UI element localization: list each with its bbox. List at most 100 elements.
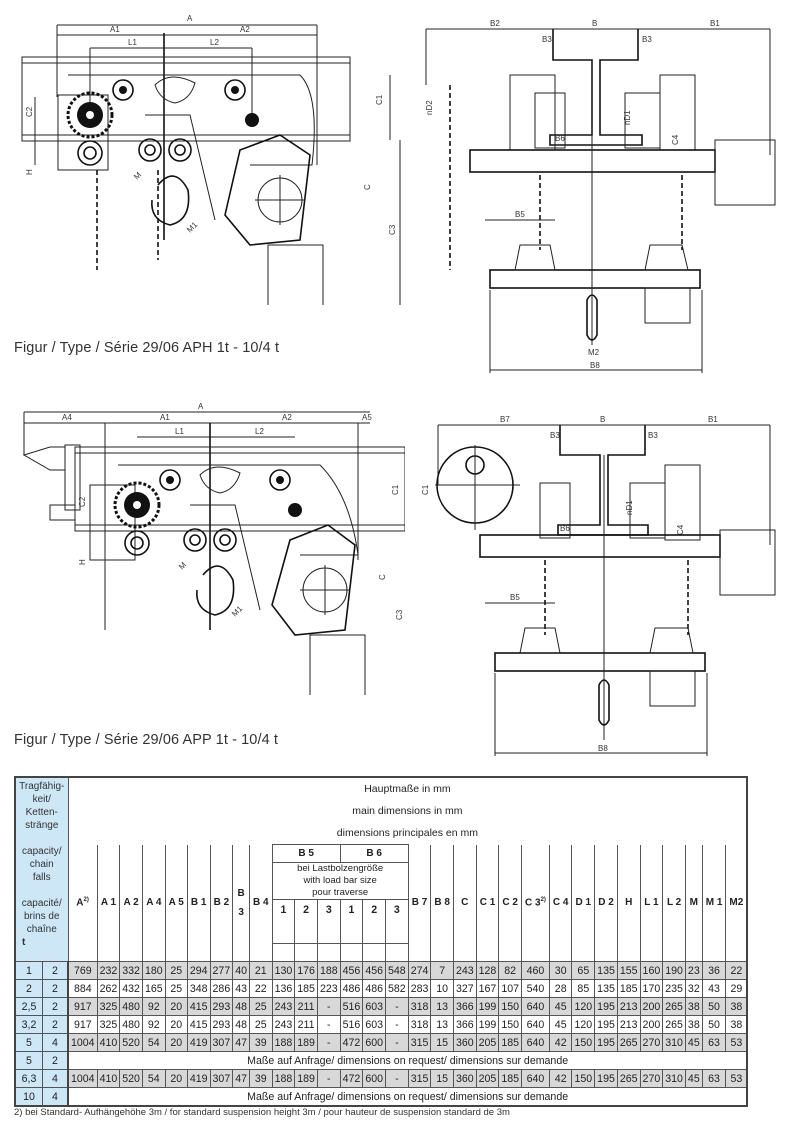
dimension-value-cell: 307 xyxy=(209,1033,234,1052)
main-dimensions-title: Hauptmaße in mm main dimensions in mm di… xyxy=(67,776,748,845)
dimension-value-cell: 150 xyxy=(571,1069,596,1088)
dimension-value-cell: 486 xyxy=(362,979,387,998)
load-bar-size-line: with load bar size xyxy=(303,875,377,886)
dimension-value-cell: 516 xyxy=(339,1015,364,1034)
dimension-value-cell: 243 xyxy=(271,997,296,1016)
column-header-label: L 1 xyxy=(644,897,659,909)
dimensions-on-request-cell: Maße auf Anfrage/ dimensions on request/… xyxy=(67,1051,748,1070)
dim-label-b3-left-app: B3 xyxy=(550,431,560,440)
dimension-value-cell: - xyxy=(316,1015,341,1034)
column-header: C xyxy=(452,844,477,962)
dimension-value-cell: 43 xyxy=(232,979,251,998)
app-front-view-drawing: B7 B B1 B3 B3 nD1 B6 C4 C1 B5 B8 xyxy=(420,395,798,765)
dimension-value-cell: 274 xyxy=(407,961,432,980)
dimension-value-cell: 360 xyxy=(452,1069,477,1088)
dimension-value-cell: 135 xyxy=(594,961,618,980)
dimension-value-cell: 45 xyxy=(684,1033,703,1052)
capacity-cell: 10 xyxy=(14,1087,43,1107)
dimension-value-cell: - xyxy=(385,997,409,1016)
figure-caption-aph: Figur / Type / Série 29/06 APH 1t - 10/4… xyxy=(14,340,280,356)
column-header-label: C xyxy=(461,897,469,909)
title-en: main dimensions in mm xyxy=(352,805,463,817)
dim-label-c2-app: C2 xyxy=(78,496,87,507)
dimension-value-cell: 286 xyxy=(209,979,234,998)
dimension-value-cell: - xyxy=(316,997,341,1016)
dim-label-b1-app: B1 xyxy=(708,415,718,424)
dimension-value-cell: 128 xyxy=(475,961,500,980)
dim-label-m2: M2 xyxy=(588,348,600,357)
capacity-header-text: Tragfähig-keit/Ketten-stränge capacity/c… xyxy=(18,780,66,936)
dimension-value-cell: 520 xyxy=(119,1069,143,1088)
dimension-value-cell: 213 xyxy=(616,997,641,1016)
dimension-value-cell: 415 xyxy=(186,997,211,1016)
dimension-value-cell: 235 xyxy=(662,979,686,998)
dim-label-m-app: M xyxy=(177,560,188,571)
capacity-header-line: capacity/ xyxy=(22,846,62,857)
dimension-value-cell: 195 xyxy=(594,1033,618,1052)
dim-label-c3-app: C3 xyxy=(395,609,404,620)
dimension-value-cell: 29 xyxy=(725,979,748,998)
dim-label-l1-app: L1 xyxy=(175,427,184,436)
column-header-label: M xyxy=(689,897,698,909)
column-header: B 2 xyxy=(209,844,234,962)
dimension-value-cell: 419 xyxy=(186,1069,211,1088)
dimension-value-cell: 25 xyxy=(249,1015,273,1034)
dimension-value-cell: 42 xyxy=(548,1069,573,1088)
dimension-value-cell: 472 xyxy=(339,1069,364,1088)
dim-label-b2: B2 xyxy=(490,19,500,28)
dimension-value-cell: 107 xyxy=(498,979,523,998)
dimension-value-cell: 54 xyxy=(141,1069,166,1088)
b6-group-header: B 6 xyxy=(339,844,409,863)
capacity-cell: 2 xyxy=(14,979,43,998)
capacity-header-line: Tragfähig- xyxy=(19,781,65,792)
dimension-value-cell: 294 xyxy=(186,961,211,980)
dim-label-b6-app: B6 xyxy=(560,524,570,533)
column-header: L 2 xyxy=(662,844,686,962)
dim-label-b1: B1 xyxy=(710,19,720,28)
dimension-value-cell: 53 xyxy=(725,1033,748,1052)
capacity-header-line: falls xyxy=(32,872,51,883)
dimension-value-cell: - xyxy=(385,1033,409,1052)
dim-label-c4: C4 xyxy=(671,134,680,145)
dimension-value-cell: 325 xyxy=(96,1015,121,1034)
column-header-label: A 5 xyxy=(168,897,184,909)
dim-label-l1: L1 xyxy=(128,38,137,47)
dimension-value-cell: 38 xyxy=(684,997,703,1016)
capacity-cell: 3,2 xyxy=(14,1015,43,1034)
dimension-value-cell: 42 xyxy=(548,1033,573,1052)
dimension-value-cell: 600 xyxy=(362,1069,387,1088)
capacity-header-line: brins de xyxy=(23,911,60,922)
dimension-value-cell: 486 xyxy=(339,979,364,998)
dimension-value-cell: 415 xyxy=(186,1015,211,1034)
dimension-value-cell: 22 xyxy=(725,961,748,980)
capacity-header-line: keit/ xyxy=(32,794,51,805)
column-header: C 32) xyxy=(521,844,550,962)
column-subscript: 3 xyxy=(238,906,244,918)
dimension-value-cell: 603 xyxy=(362,1015,387,1034)
dim-label-a: A xyxy=(187,14,193,23)
dimension-value-cell: 348 xyxy=(186,979,211,998)
dimension-value-cell: 63 xyxy=(701,1069,727,1088)
dim-label-b3-right: B3 xyxy=(642,35,652,44)
column-header: A 2 xyxy=(119,844,143,962)
dim-label-c4-app: C4 xyxy=(676,524,685,535)
capacity-header-cell: Tragfähig-keit/Ketten-stränge capacity/c… xyxy=(14,776,69,962)
capacity-cell: 1 xyxy=(14,961,43,980)
dimension-value-cell: 53 xyxy=(725,1069,748,1088)
dim-label-b7: B7 xyxy=(500,415,510,424)
dimension-value-cell: 205 xyxy=(475,1069,500,1088)
load-bar-size-column: 2 xyxy=(362,899,387,944)
column-header: D 2 xyxy=(594,844,618,962)
load-bar-size-column: 1 xyxy=(339,899,364,944)
column-header-label: B 1 xyxy=(190,897,207,909)
dimension-value-cell: 640 xyxy=(521,1069,550,1088)
load-bar-size-column: 3 xyxy=(316,899,341,944)
dimension-value-cell: 410 xyxy=(96,1069,121,1088)
dimension-value-cell: 318 xyxy=(407,997,432,1016)
dimension-value-cell: 20 xyxy=(164,1033,188,1052)
dimension-value-cell: 45 xyxy=(684,1069,703,1088)
dimension-value-cell: 28 xyxy=(548,979,573,998)
dimension-value-cell: 243 xyxy=(271,1015,296,1034)
